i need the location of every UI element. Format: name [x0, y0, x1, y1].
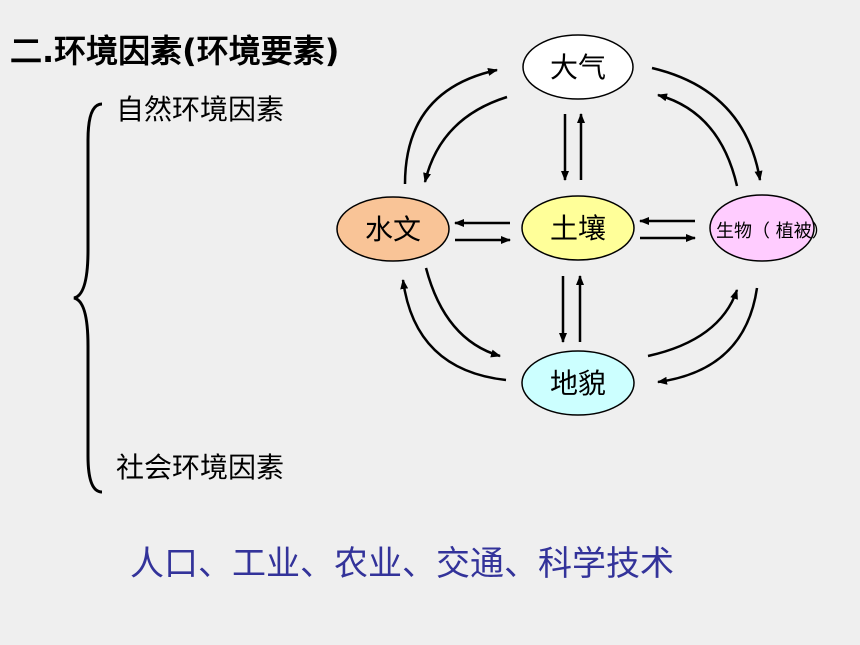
node-biology-shape — [709, 194, 815, 262]
node-soil-shape — [521, 195, 635, 261]
node-hydrology: 水文 — [336, 196, 450, 262]
curly-brace — [73, 102, 103, 494]
arrow-hydrology-to-atmosphere — [403, 68, 498, 185]
arrow-biology-to-landform — [657, 287, 759, 385]
node-biology-label: 生物（ 植被） — [716, 221, 830, 242]
social-factors-list: 人口、工业、农业、交通、科学技术 — [130, 544, 674, 584]
arrow-biology-to-atmosphere — [657, 93, 739, 187]
node-hydrology-shape — [336, 196, 450, 262]
node-landform-label: 地貌 — [550, 367, 606, 400]
node-biology: 生物（ 植被） — [709, 194, 830, 262]
arrow-atmosphere-to-biology — [651, 66, 763, 181]
node-soil-label: 土壤 — [550, 212, 606, 245]
arrow-landform-to-hydrology — [400, 279, 507, 382]
node-landform-shape — [521, 350, 635, 416]
page-title: 二.环境因素(环境要素) — [10, 32, 340, 70]
node-landform: 地貌 — [521, 350, 635, 416]
arrow-atmosphere-to-hydrology — [423, 95, 508, 183]
node-atmosphere-label: 大气 — [550, 51, 606, 84]
node-soil: 土壤 — [521, 195, 635, 261]
natural-factors-label: 自然环境因素 — [116, 93, 285, 126]
node-atmosphere-shape — [522, 34, 634, 100]
arrow-hydrology-to-landform — [424, 267, 501, 358]
social-factors-label: 社会环境因素 — [116, 451, 285, 484]
arrow-landform-to-biology — [647, 289, 739, 358]
node-atmosphere: 大气 — [522, 34, 634, 100]
node-hydrology-label: 水文 — [365, 213, 421, 246]
